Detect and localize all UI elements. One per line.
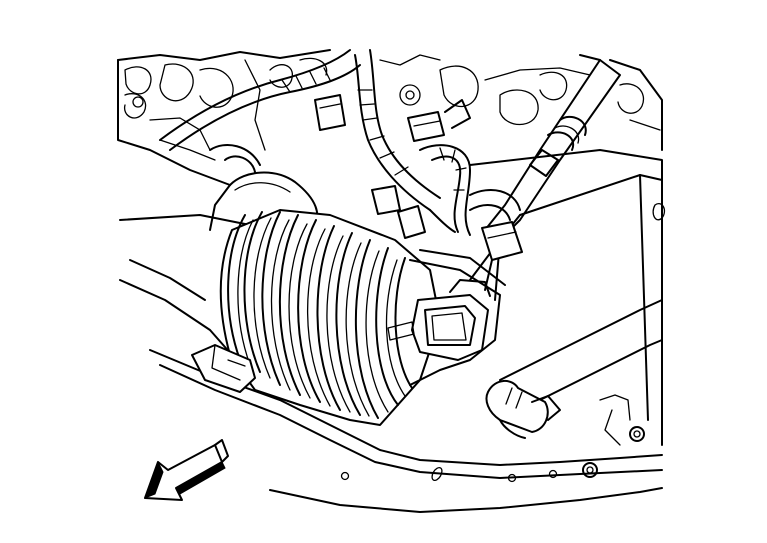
front-arrow-icon bbox=[144, 439, 229, 501]
engine-block bbox=[117, 49, 663, 186]
mounting-bracket bbox=[191, 344, 256, 393]
duct-bellows bbox=[219, 209, 441, 426]
harness-connectors bbox=[314, 94, 523, 291]
hose-clamp bbox=[485, 299, 663, 439]
mass-airflow-sensor-connector bbox=[387, 279, 491, 361]
duct-outlet bbox=[409, 249, 506, 386]
wiring-harness bbox=[159, 49, 521, 236]
